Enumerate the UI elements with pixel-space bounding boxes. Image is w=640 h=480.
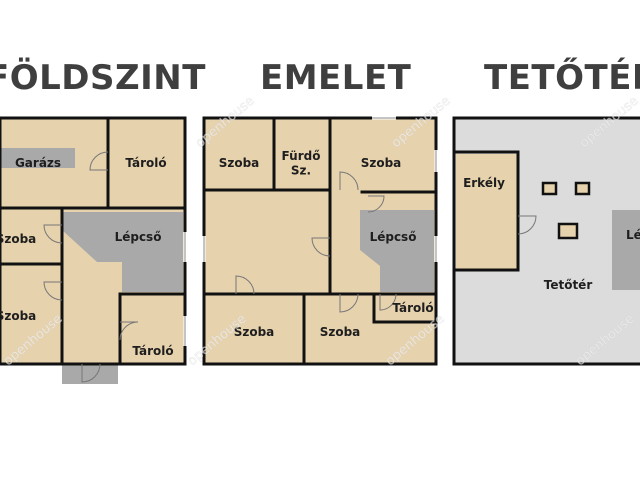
upper-door-room-bl — [235, 275, 255, 295]
chimney-2 — [574, 181, 591, 196]
ground-storage-bottom-label: Tároló — [132, 344, 173, 358]
upper-door-stairs — [367, 195, 385, 213]
garage-label: Garázs — [15, 156, 61, 170]
attic-floor-plan: Erkély Tetőtér Lépcső — [452, 116, 640, 366]
entrance-step — [62, 364, 118, 384]
upper-room-tr-label: Szoba — [361, 156, 402, 170]
chimney-1 — [541, 181, 558, 196]
upper-room-bm-label: Szoba — [320, 325, 361, 339]
balcony-door — [517, 215, 537, 235]
balcony-area — [456, 154, 518, 270]
ground-room-low-label: Szoba — [0, 309, 36, 323]
upper-door-room-tr — [339, 171, 359, 191]
upper-door-hall — [311, 237, 331, 257]
upper-room-bl-label: Szoba — [234, 325, 275, 339]
attic-floor-title: TETŐTÉR — [484, 58, 640, 98]
upper-door-room-bm — [339, 293, 359, 313]
upper-floor-title: EMELET — [260, 58, 412, 98]
chimney-3 — [557, 222, 579, 240]
garage-car-mark — [0, 148, 75, 168]
upper-room-tl-label: Szoba — [219, 156, 260, 170]
upper-stairs-label: Lépcső — [370, 230, 417, 244]
upper-door-storage — [379, 293, 397, 311]
ground-entrance-door — [81, 363, 101, 383]
ground-door-storage — [89, 151, 109, 171]
ground-floor-plan: Garázs Tároló Szoba Szoba Lépcső Tároló — [0, 116, 187, 384]
upper-storage-label: Tároló — [392, 301, 433, 315]
ground-floor-title: FÖLDSZINT — [0, 58, 206, 98]
ground-stairs-label: Lépcső — [115, 230, 162, 244]
ground-stairs-area — [62, 212, 183, 292]
balcony-label: Erkély — [463, 176, 505, 190]
upper-stairs-area — [360, 210, 434, 292]
ground-room-mid-label: Szoba — [0, 232, 36, 246]
ground-door-room-low — [43, 281, 63, 301]
attic-space-label: Tetőtér — [544, 278, 593, 292]
ground-door-storage-bottom — [119, 321, 139, 341]
ground-door-room-mid — [43, 224, 63, 244]
attic-outer-wall — [452, 116, 640, 366]
attic-stairs-label: Lépcső — [626, 228, 640, 242]
ground-storage-top-label: Tároló — [125, 156, 166, 170]
attic-stairs-area — [612, 210, 640, 290]
